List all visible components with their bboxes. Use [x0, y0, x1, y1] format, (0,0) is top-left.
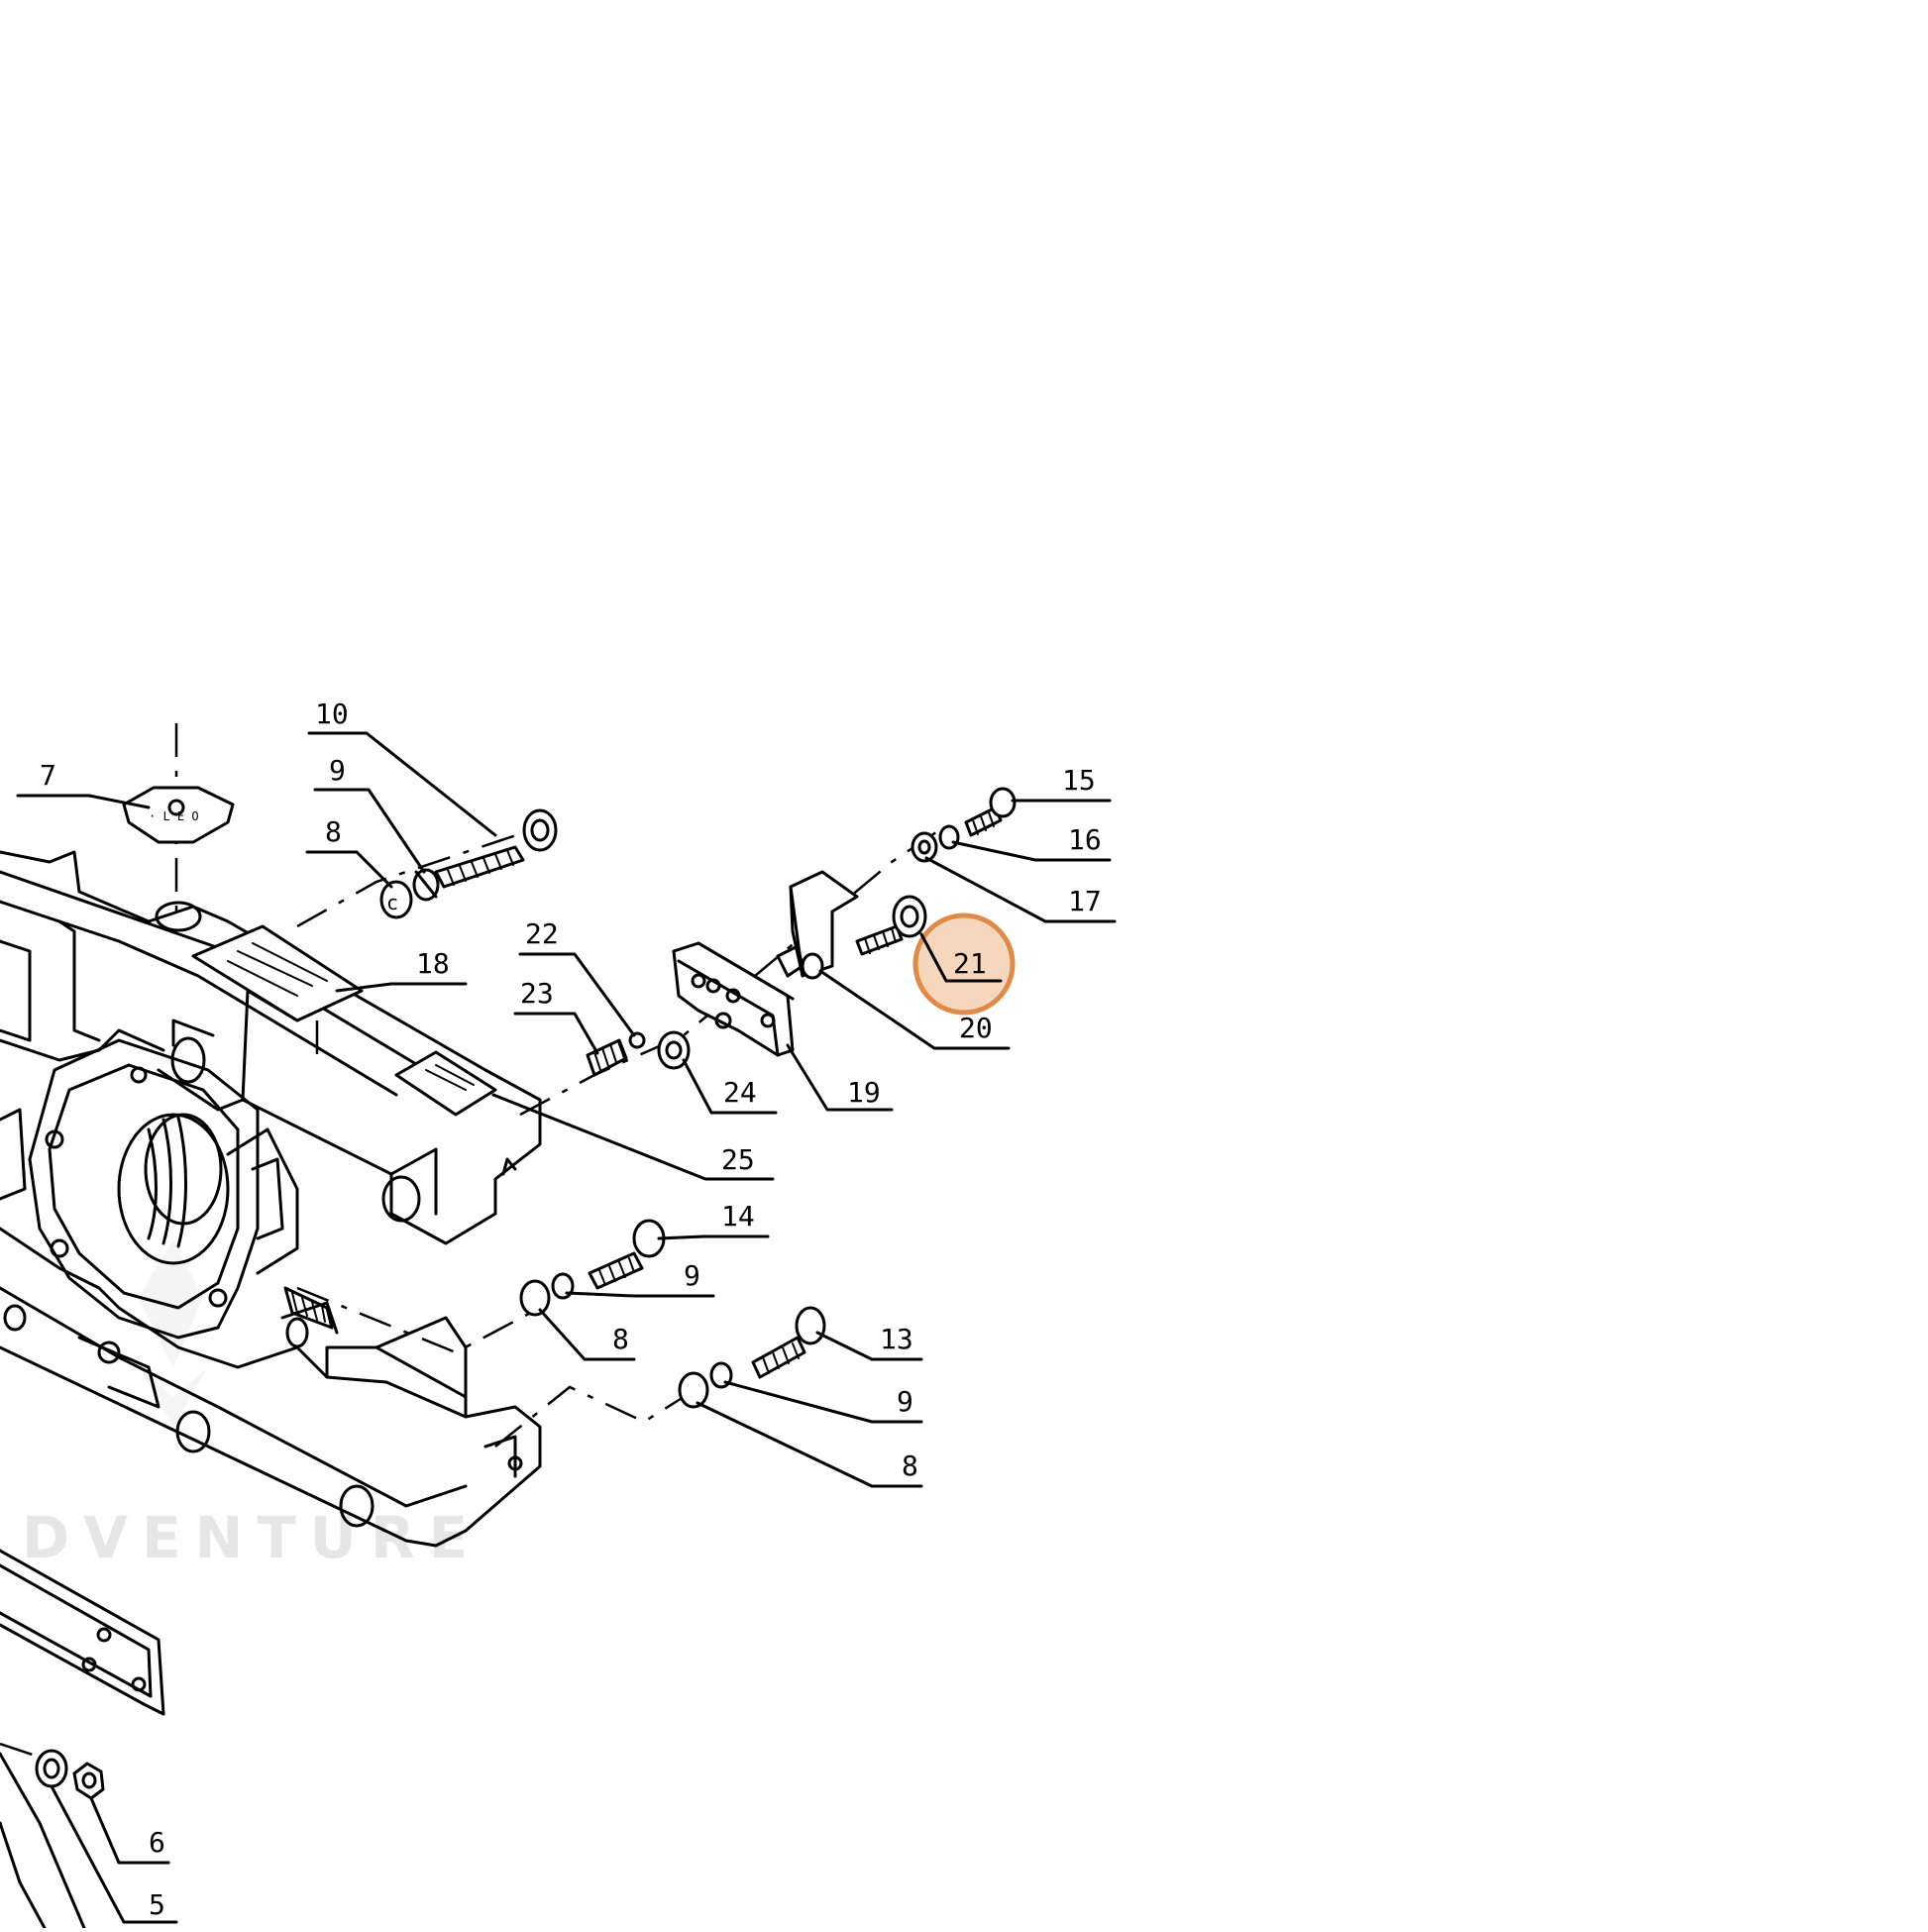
callout-5: 5: [149, 1888, 165, 1921]
callout-8: 8: [325, 815, 342, 848]
callout-14: 14: [721, 1200, 755, 1233]
lower-screw-stack-13: [494, 1306, 826, 1448]
callout-23: 23: [520, 977, 554, 1010]
callout-16: 16: [1068, 823, 1102, 856]
lower-screw-stack-14: [296, 1219, 666, 1354]
callout-9: 9: [684, 1259, 700, 1292]
callout-20: 20: [959, 1012, 993, 1044]
callout-18: 18: [416, 947, 450, 980]
callout-6: 6: [149, 1826, 165, 1859]
callout-10: 10: [315, 698, 349, 730]
gasket-plate: [0, 1549, 165, 1716]
svg-text:· L E O: · L E O: [149, 809, 199, 823]
callout-24: 24: [723, 1076, 757, 1109]
main-housing: [0, 850, 542, 1548]
callout-19: 19: [847, 1076, 881, 1109]
part-25-plate: [394, 1050, 497, 1117]
callout-15: 15: [1062, 764, 1096, 797]
callout-9: 9: [897, 1385, 913, 1418]
callout-22: 22: [525, 917, 559, 950]
callout-8: 8: [902, 1449, 918, 1482]
watermark-text: DVENTURE: [22, 1504, 482, 1571]
callout-9: 9: [329, 754, 346, 787]
callout-25: 25: [721, 1143, 755, 1176]
callout-8: 8: [612, 1323, 629, 1355]
callout-17: 17: [1068, 885, 1102, 917]
callout-21: 21: [953, 947, 987, 980]
callout-labels: 7 10 9 8 18 22 23 24 19 25 15 16 17 21 2…: [40, 698, 1102, 1921]
callout-7: 7: [40, 759, 56, 792]
callout-21-highlight: [912, 912, 1016, 1016]
part-18-label-plate: [191, 924, 364, 1065]
adjuster-assembly: [519, 830, 937, 1117]
part-7-cover-tab: · L E O: [122, 723, 235, 912]
leader-lines: [0, 731, 1117, 1930]
parts-5-6: [0, 1742, 105, 1800]
callout-13: 13: [880, 1323, 913, 1355]
part-10-screw-stack: c: [296, 808, 558, 928]
svg-text:c: c: [386, 891, 398, 914]
parts-15-16-17: [910, 787, 1017, 863]
